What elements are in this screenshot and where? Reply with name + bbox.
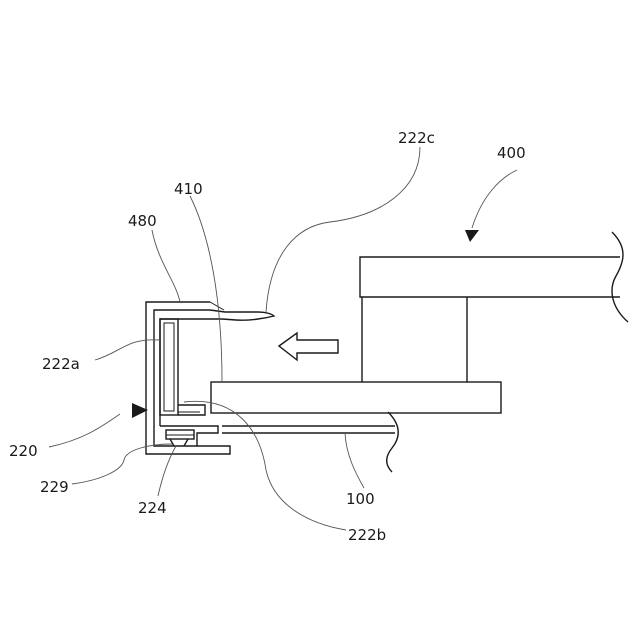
label-480: 480 xyxy=(128,212,157,230)
label-222c: 222c xyxy=(398,129,435,147)
label-220: 220 xyxy=(9,442,38,460)
component-400 xyxy=(211,232,628,413)
label-410: 410 xyxy=(174,180,203,198)
base-plate-100 xyxy=(222,412,398,472)
label-222a: 222a xyxy=(42,355,80,373)
pointer-arrow-400 xyxy=(465,170,517,242)
pointer-arrow-220 xyxy=(49,403,148,447)
label-229: 229 xyxy=(40,478,69,496)
label-222b: 222b xyxy=(348,526,386,544)
leader-lines xyxy=(72,147,420,530)
label-100: 100 xyxy=(346,490,375,508)
label-224: 224 xyxy=(138,499,167,517)
insertion-direction-arrow xyxy=(279,333,338,360)
holder-220 xyxy=(146,302,274,454)
label-400: 400 xyxy=(497,144,526,162)
